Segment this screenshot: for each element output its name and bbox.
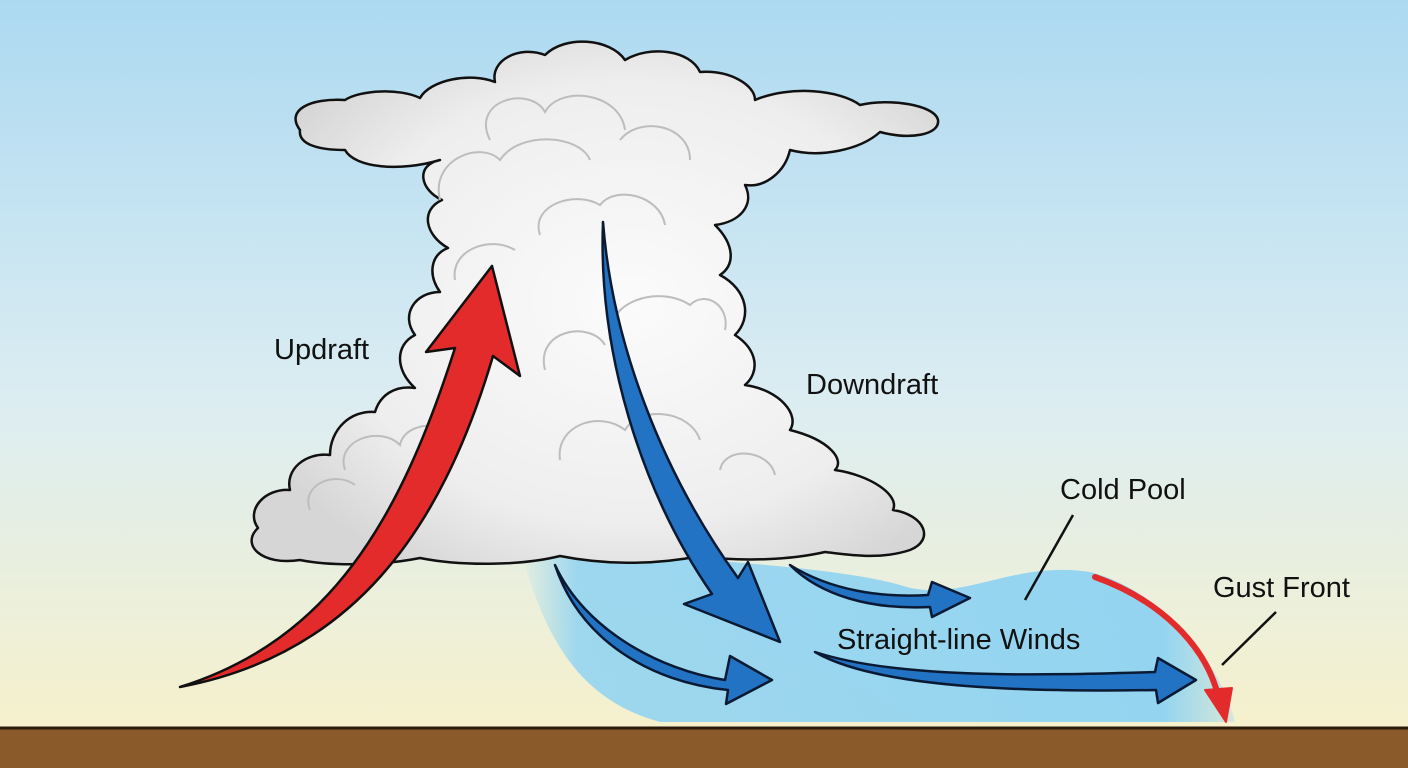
cloud-texture <box>307 94 776 511</box>
gust-front-leader-line <box>1221 611 1277 666</box>
updraft-label: Updraft <box>274 334 370 366</box>
updraft-arrow <box>178 264 522 689</box>
downdraft-arrow <box>601 220 782 644</box>
straight-line-winds-label: Straight-line Winds <box>837 624 1081 656</box>
cold-pool-label: Cold Pool <box>1060 474 1186 506</box>
wind-arrow-long-right <box>813 650 1198 705</box>
wind-arrow-upper-right <box>788 563 972 619</box>
downdraft-arrows <box>553 220 1198 706</box>
gust-front-arrow <box>1092 574 1233 723</box>
gust-front-label: Gust Front <box>1213 572 1350 604</box>
ground <box>0 728 1408 768</box>
cold-pool-leader-line <box>1023 514 1075 601</box>
downdraft-label: Downdraft <box>806 369 939 401</box>
wind-arrow-lower-left <box>553 563 774 706</box>
